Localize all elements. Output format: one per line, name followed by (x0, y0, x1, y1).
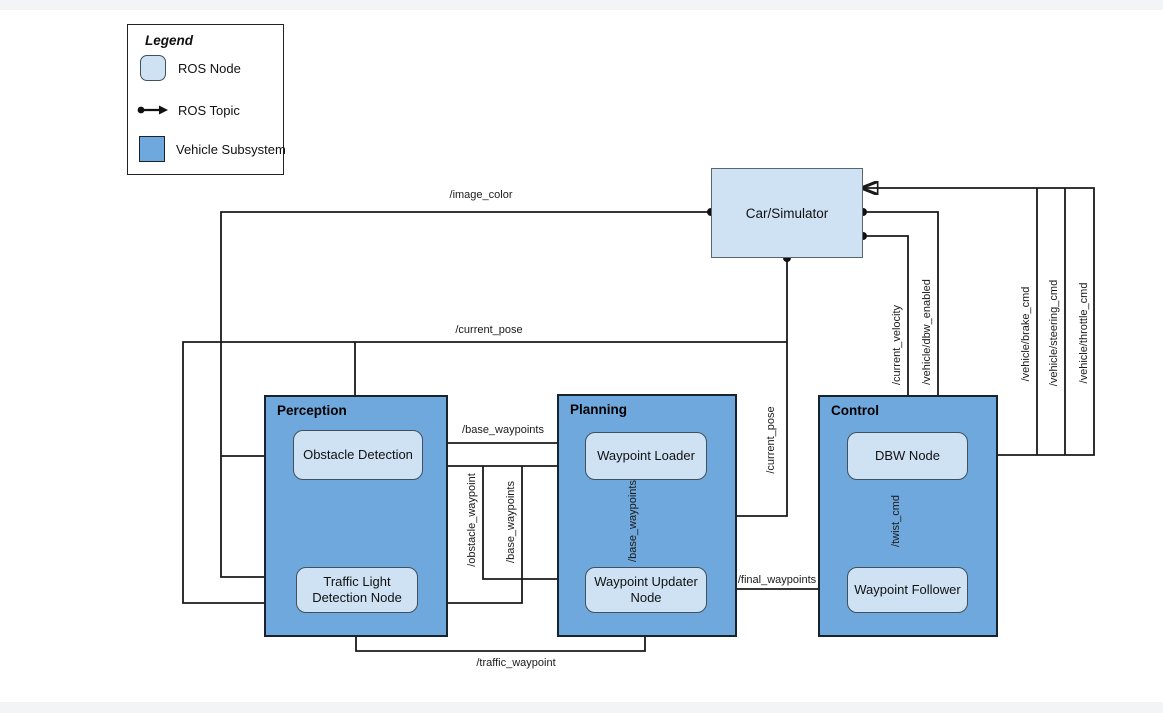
edge-image-color (220, 211, 711, 577)
label-base-waypoints-mid: /base_waypoints (505, 481, 517, 563)
control-title: Control (831, 403, 879, 418)
label-current-pose: /current_pose (455, 324, 523, 336)
legend-label-ros-node: ROS Node (178, 61, 241, 76)
obstacle-detection-node: Obstacle Detection (293, 430, 423, 480)
top-margin-band (0, 0, 1163, 10)
bottom-margin-band (0, 702, 1163, 713)
label-brake-cmd: /vehicle/brake_cmd (1020, 286, 1032, 382)
label-current-velocity: /current_velocity (891, 304, 903, 386)
car-simulator-node: Car/Simulator (711, 168, 863, 258)
legend-label-vehicle-subsystem: Vehicle Subsystem (176, 142, 286, 157)
label-dbw-enabled: /vehicle/dbw_enabled (921, 279, 933, 385)
label-base-waypoints-planning: /base_waypoints (627, 480, 639, 562)
waypoint-loader-node: Waypoint Loader (585, 432, 707, 480)
perception-title: Perception (277, 403, 347, 418)
label-obstacle-waypoint: /obstacle_waypoint (466, 473, 478, 567)
ros-topic-icon (137, 105, 168, 115)
dbw-node: DBW Node (847, 432, 968, 480)
waypoint-updater-node: Waypoint Updater Node (585, 567, 707, 613)
label-final-waypoints: /final_waypoints (737, 574, 817, 586)
legend-title: Legend (145, 33, 194, 48)
label-throttle-cmd: /vehicle/throttle_cmd (1078, 282, 1090, 384)
label-traffic-waypoint: /traffic_waypoint (476, 657, 556, 669)
ros-node-swatch (140, 55, 166, 81)
label-current-pose-vertical: /current_pose (765, 406, 777, 474)
label-steering-cmd: /vehicle/steering_cmd (1048, 279, 1060, 387)
label-twist-cmd: /twist_cmd (890, 495, 902, 547)
legend: Legend ROS Node ROS Topic Vehicle Subsys… (127, 24, 286, 175)
traffic-light-detection-node: Traffic Light Detection Node (296, 567, 418, 613)
legend-label-ros-topic: ROS Topic (178, 103, 240, 118)
edge-base-waypoints-to-traffic-light (418, 466, 523, 603)
vehicle-subsystem-swatch (139, 136, 165, 162)
edge-current-velocity (863, 235, 908, 432)
planning-title: Planning (570, 402, 627, 417)
edge-current-pose-left (182, 341, 787, 603)
waypoint-follower-node: Waypoint Follower (847, 567, 968, 613)
edge-vehicle-cmds-main (863, 188, 1095, 456)
label-base-waypoints-top: /base_waypoints (462, 424, 544, 436)
label-image-color: /image_color (449, 189, 513, 201)
edge-dbw-enabled (863, 211, 938, 432)
edge-obstacle-waypoint (482, 466, 585, 579)
